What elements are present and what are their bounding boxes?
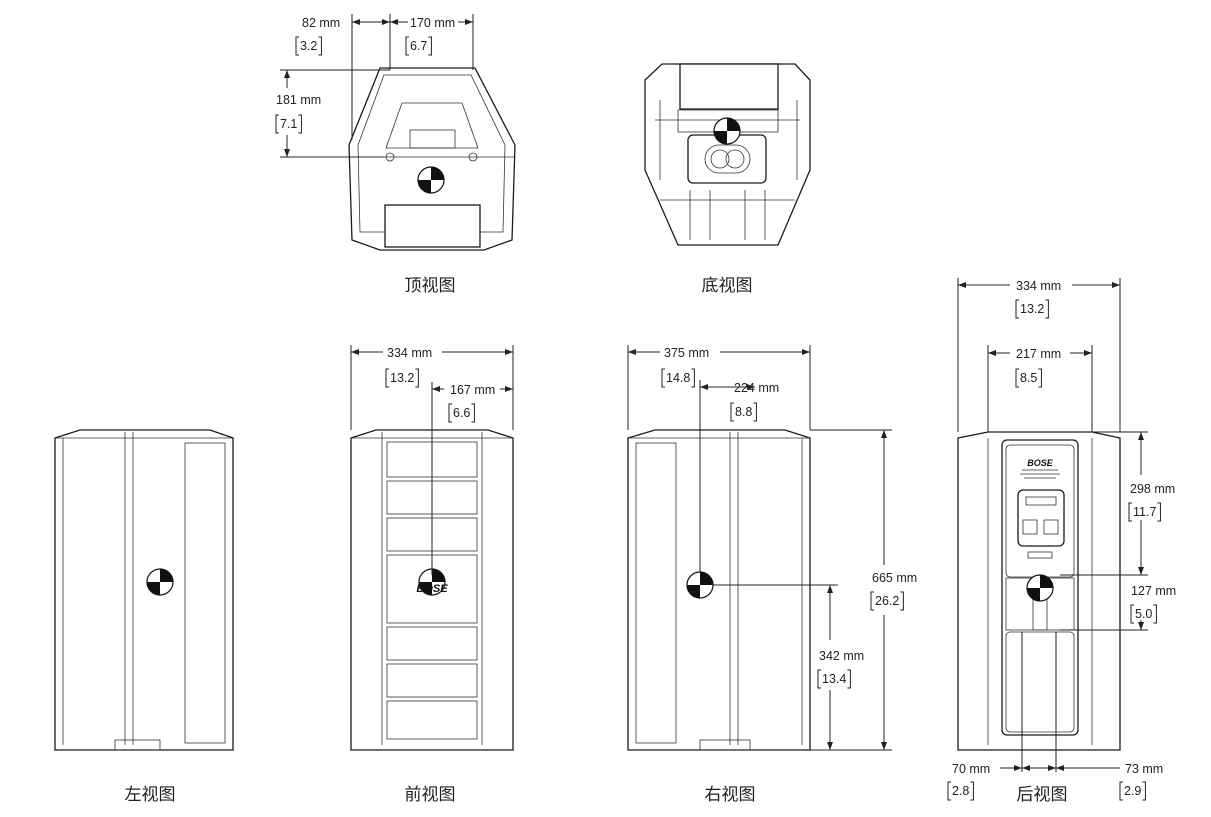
dim-342mm: 342 mm bbox=[819, 649, 864, 663]
bracket-mark bbox=[385, 368, 419, 388]
dim-2.8in: 2.8 bbox=[952, 784, 969, 798]
dim-170mm: 170 mm bbox=[410, 16, 455, 30]
dim-7.1in: 7.1 bbox=[280, 117, 297, 131]
bracket-mark bbox=[1128, 502, 1161, 522]
bracket-mark bbox=[405, 36, 432, 56]
center-of-gravity-icon bbox=[1026, 574, 1054, 602]
dim-5.0in: 5.0 bbox=[1135, 607, 1152, 621]
dim-334mm: 334 mm bbox=[387, 346, 432, 360]
bracket-mark bbox=[817, 669, 851, 689]
dim-73mm: 73 mm bbox=[1125, 762, 1163, 776]
dim-11.7in: 11.7 bbox=[1133, 505, 1156, 519]
dim-82mm: 82 mm bbox=[302, 16, 340, 30]
front-view: BOSE 334 mm 13.2 167 mm 6.6 前视图 bbox=[350, 345, 514, 805]
dim-217mm: 217 mm bbox=[1016, 347, 1061, 361]
dim-8.8in: 8.8 bbox=[735, 405, 752, 419]
bracket-mark bbox=[1130, 604, 1157, 624]
dim-6.6in: 6.6 bbox=[453, 406, 470, 420]
bracket-mark bbox=[870, 591, 904, 611]
dim-8.5in: 8.5 bbox=[1020, 371, 1037, 385]
top-view-label: 顶视图 bbox=[405, 276, 456, 296]
dim-167mm: 167 mm bbox=[450, 383, 495, 397]
dim-127mm: 127 mm bbox=[1131, 584, 1176, 598]
dim-298mm: 298 mm bbox=[1130, 482, 1175, 496]
bose-rear-logo: BOSE bbox=[1027, 458, 1054, 468]
bracket-mark bbox=[730, 402, 757, 422]
dim-665mm: 665 mm bbox=[872, 571, 917, 585]
right-view-label: 右视图 bbox=[705, 785, 756, 805]
bracket-mark bbox=[947, 781, 974, 801]
dim-26.2in: 26.2 bbox=[875, 594, 899, 608]
inch-brackets bbox=[275, 36, 1161, 801]
dim-13.4in: 13.4 bbox=[822, 672, 846, 686]
dim-rear-334mm: 334 mm bbox=[1016, 279, 1061, 293]
bracket-mark bbox=[1119, 781, 1146, 801]
center-of-gravity-icon bbox=[686, 571, 714, 599]
bracket-mark bbox=[275, 114, 302, 134]
dim-70mm: 70 mm bbox=[952, 762, 990, 776]
top-view: 82 mm 3.2 170 mm 6.7 181 mm 7.1 顶视图 bbox=[276, 14, 516, 296]
dim-2.9in: 2.9 bbox=[1124, 784, 1141, 798]
rear-view: BOSE 334 mm 13.2 217 mm 8.5 298 mm 1 bbox=[952, 278, 1176, 805]
center-of-gravity-icon bbox=[417, 166, 445, 194]
dim-rear-13.2in: 13.2 bbox=[1020, 302, 1044, 316]
rear-view-label: 后视图 bbox=[1017, 785, 1068, 805]
front-view-label: 前视图 bbox=[405, 785, 456, 805]
center-of-gravity-icon bbox=[146, 568, 174, 596]
left-view-label: 左视图 bbox=[125, 785, 176, 805]
bracket-mark bbox=[295, 36, 322, 56]
bracket-mark bbox=[1015, 299, 1049, 319]
bracket-mark bbox=[661, 368, 695, 388]
dim-14.8in: 14.8 bbox=[666, 371, 690, 385]
dim-224mm: 224 mm bbox=[734, 381, 779, 395]
dim-181mm: 181 mm bbox=[276, 93, 321, 107]
bottom-view: 底视图 bbox=[644, 63, 811, 296]
bose-logo: BOSE bbox=[416, 583, 448, 595]
dim-6.7in: 6.7 bbox=[410, 39, 427, 53]
dim-375mm: 375 mm bbox=[664, 346, 709, 360]
bottom-view-label: 底视图 bbox=[702, 276, 753, 296]
right-view: 375 mm 14.8 224 mm 8.8 665 mm 26.2 342 m… bbox=[627, 345, 917, 805]
bracket-mark bbox=[448, 403, 475, 423]
left-view: 左视图 bbox=[54, 429, 234, 805]
dim-13.2in: 13.2 bbox=[390, 371, 414, 385]
dim-3.2in: 3.2 bbox=[300, 39, 317, 53]
center-of-gravity-icon bbox=[713, 117, 741, 145]
bracket-mark bbox=[1015, 368, 1042, 388]
